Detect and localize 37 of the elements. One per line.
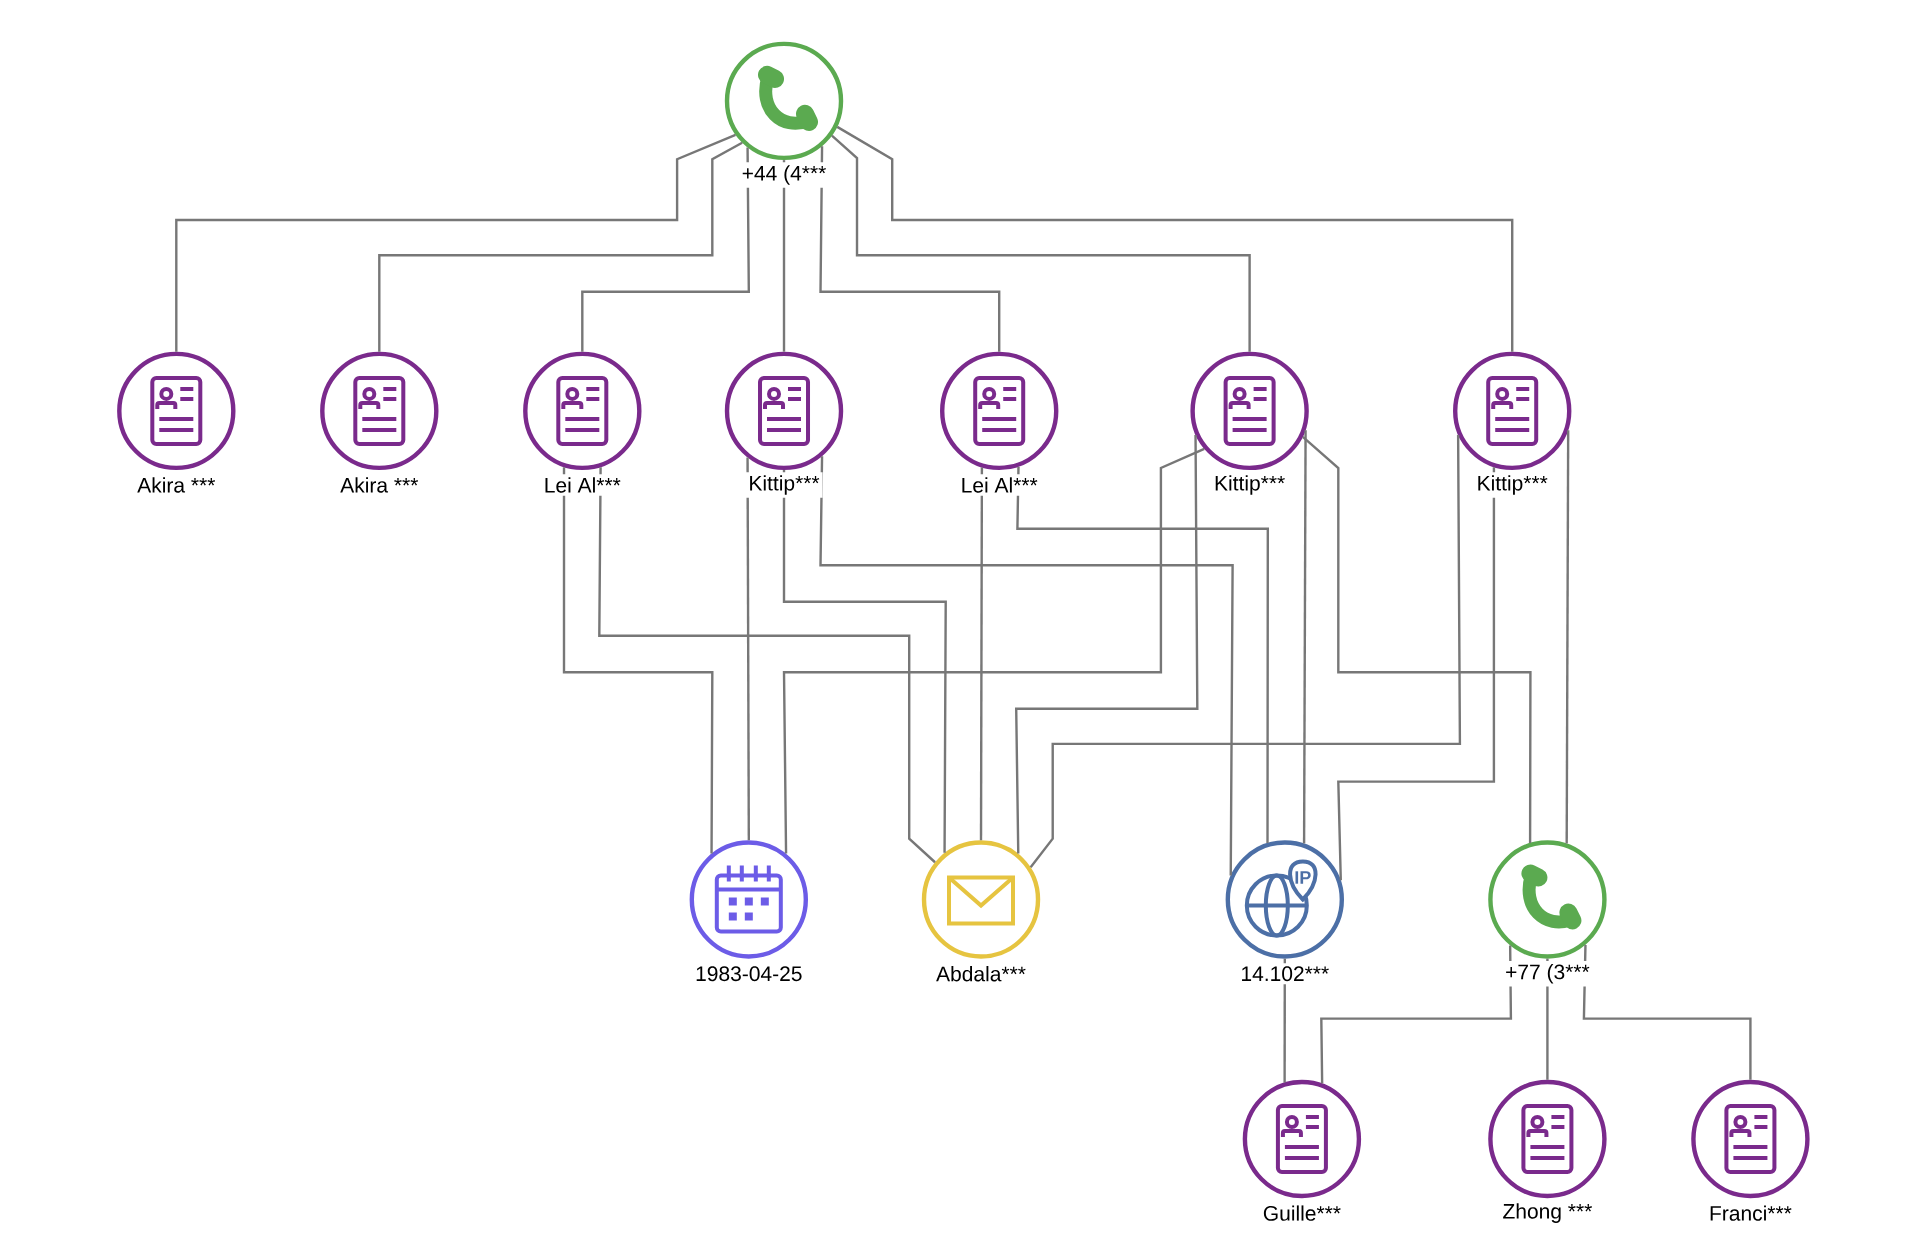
connector-line: [1015, 434, 1199, 854]
node-label: Franci***: [1706, 1202, 1795, 1224]
connector-line: [746, 457, 750, 841]
connector-line: [831, 134, 1251, 352]
node-label: Kittip***: [1211, 472, 1289, 498]
node-label: 14.102***: [1237, 963, 1333, 985]
connector-line: [175, 133, 736, 352]
connector-line: [1582, 944, 1752, 1080]
node-label: Akira ***: [134, 474, 219, 496]
connector-line: [1337, 467, 1496, 881]
connector-line: [1320, 945, 1513, 1084]
connector-line: [1029, 434, 1462, 868]
connector-line: [819, 146, 1001, 352]
connector-line: [378, 141, 743, 352]
node-label: Guille***: [1259, 1202, 1344, 1224]
node-label: Lei Al***: [540, 474, 624, 496]
connector-line: [1016, 466, 1269, 843]
connector-line: [782, 470, 947, 853]
connector-line: [819, 456, 1234, 876]
connector-line: [562, 467, 714, 854]
connector-line: [598, 467, 936, 864]
connector-line: [1302, 430, 1307, 844]
connector-line: [836, 125, 1514, 352]
node-label: Kittip***: [1473, 472, 1551, 498]
connector-line: [1565, 430, 1570, 844]
node-label: Akira ***: [337, 474, 422, 496]
node-label: +77 (3***: [1502, 960, 1593, 987]
node-label: Zhong ***: [1499, 1200, 1596, 1226]
node-label: +44 (4***: [738, 162, 830, 188]
connector-line: [581, 147, 751, 352]
connector-line: [1302, 435, 1532, 843]
node-label: Abdala***: [933, 963, 1029, 985]
node-label: 1983-04-25: [692, 963, 806, 985]
connector-line: [979, 467, 984, 841]
node-label: Kittip***: [745, 472, 823, 498]
node-label: Lei Al***: [957, 474, 1041, 496]
connector-line: [782, 447, 1205, 854]
